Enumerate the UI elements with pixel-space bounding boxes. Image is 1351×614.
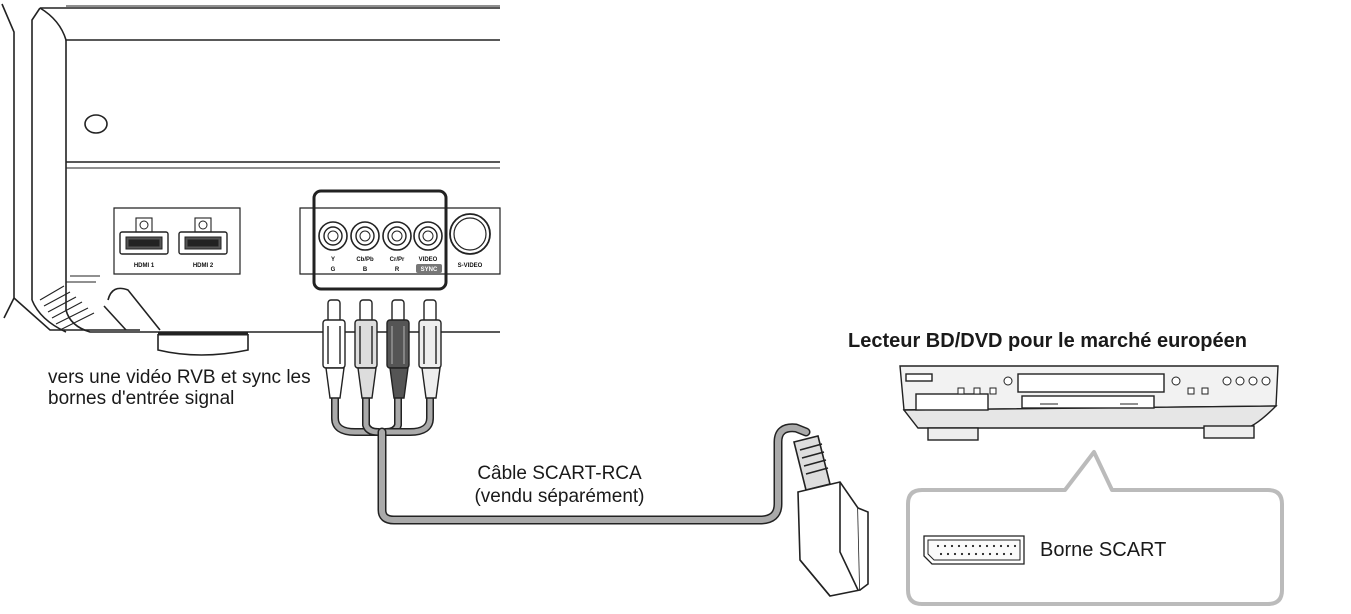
- scart-plug: [793, 435, 869, 597]
- sync-badge: [416, 264, 442, 273]
- jack-label-y: Y: [331, 257, 335, 263]
- jack-label-g: G: [331, 267, 336, 273]
- rca-plug-video: [418, 299, 442, 399]
- projector: [1, 3, 500, 356]
- jack-label-sync: SYNC: [421, 267, 438, 273]
- scart-callout-bubble: [906, 450, 1284, 606]
- scart-rca-cable: [331, 391, 811, 525]
- input-description: vers une vidéo RVB et sync les bornes d'…: [48, 367, 311, 409]
- cable-label: Câble SCART-RCA (vendu séparément): [437, 462, 682, 508]
- svideo-label: S-VIDEO: [458, 263, 483, 269]
- svideo-jack: [449, 213, 491, 255]
- hdmi-port-1: [119, 217, 169, 255]
- hdmi-port-2: [178, 217, 228, 255]
- rca-plug-cr: [386, 299, 410, 399]
- hdmi-1-label: HDMI 1: [134, 263, 155, 269]
- jack-label-b: B: [363, 267, 368, 273]
- jack-label-cb: Cb/Pb: [356, 257, 374, 263]
- jack-label-video: VIDEO: [419, 257, 438, 263]
- rca-plug-cb: [354, 299, 378, 399]
- scart-socket-icon: [923, 535, 1025, 565]
- cable-label-line1: Câble SCART-RCA: [477, 463, 642, 484]
- hdmi-2-label: HDMI 2: [193, 263, 214, 269]
- bd-dvd-player: [899, 365, 1279, 441]
- component-jack-panel: [299, 189, 501, 291]
- jack-label-cr: Cr/Pr: [390, 257, 405, 263]
- jack-label-r: R: [395, 267, 400, 273]
- rca-jacks: [318, 221, 443, 251]
- rca-plug-y: [322, 299, 346, 399]
- scart-terminal-label: Borne SCART: [1040, 539, 1167, 561]
- cable-label-line2: (vendu séparément): [474, 486, 645, 507]
- player-title: Lecteur BD/DVD pour le marché européen: [848, 330, 1247, 352]
